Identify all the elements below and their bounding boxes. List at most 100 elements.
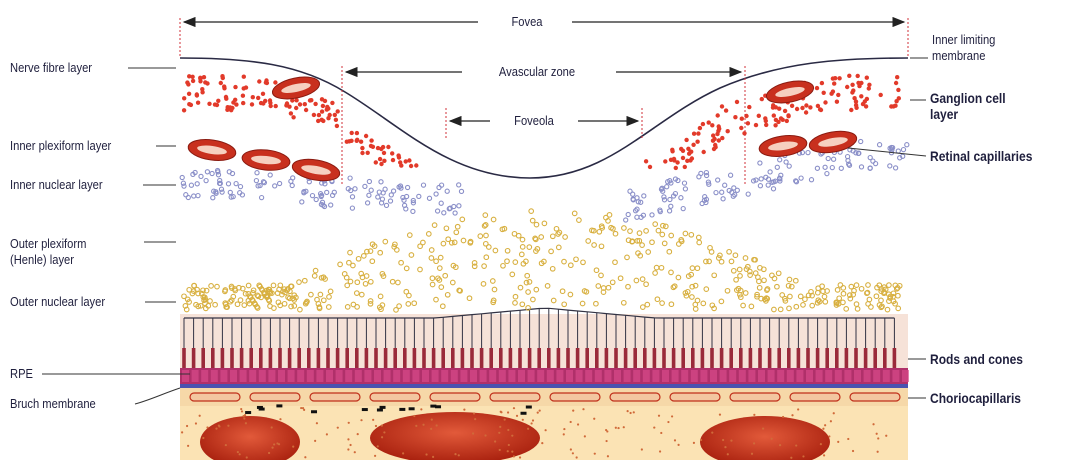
label-inner-plexiform-layer: Inner plexiform layer: [10, 138, 111, 154]
outer-nuclear-dot: [794, 278, 799, 283]
outer-nuclear-dot: [626, 284, 631, 289]
ganglion-cell-dot: [670, 149, 674, 153]
ganglion-cell-dot: [273, 80, 277, 84]
inner-nuclear-dot: [290, 183, 294, 187]
ganglion-cell-dot: [701, 122, 705, 126]
outer-nuclear-dot: [580, 301, 585, 306]
choroid-dot: [276, 442, 278, 444]
photoreceptor-outer-segment: [806, 348, 810, 368]
rpe-cell: [854, 370, 861, 382]
choroid-dot: [415, 425, 417, 427]
ganglion-cell-dot: [207, 102, 211, 106]
outer-nuclear-dot: [644, 229, 649, 234]
inner-nuclear-dot: [205, 170, 209, 174]
choriocapillaris-vessel: [490, 393, 540, 401]
outer-nuclear-dot: [355, 280, 360, 285]
outer-nuclear-dot: [697, 235, 702, 240]
ganglion-cell-dot: [773, 123, 777, 127]
choroid-dot: [316, 422, 318, 424]
label-avascular-zone: Avascular zone: [481, 64, 593, 80]
ganglion-cell-dot: [323, 99, 327, 103]
outer-nuclear-dot: [563, 235, 568, 240]
ganglion-cell-dot: [681, 149, 685, 153]
choroid-dot: [824, 424, 826, 426]
outer-nuclear-dot: [776, 271, 781, 276]
outer-nuclear-dot: [444, 226, 449, 231]
choroid-dot: [795, 444, 797, 446]
outer-nuclear-dot: [693, 307, 698, 312]
ganglion-cell-dot: [308, 98, 312, 102]
choroid-dot: [727, 453, 729, 455]
ganglion-cell-dot: [355, 139, 359, 143]
outer-nuclear-dot: [441, 304, 446, 309]
inner-nuclear-dot: [353, 187, 357, 191]
choriocapillaris-vessel: [250, 393, 300, 401]
inner-nuclear-dot: [268, 173, 272, 177]
outer-nuclear-dot: [667, 249, 672, 254]
outer-nuclear-dot: [518, 285, 523, 290]
choroid-dot: [722, 439, 724, 441]
inner-nuclear-dot: [768, 170, 772, 174]
choroid-dot: [615, 427, 617, 429]
photoreceptor-outer-segment: [614, 348, 618, 368]
ganglion-cell-dot: [832, 81, 836, 85]
inner-nuclear-dot: [894, 166, 898, 170]
choriocapillaris-vessel: [850, 393, 900, 401]
outer-nuclear-dot: [885, 307, 890, 312]
inner-nuclear-dot: [650, 213, 654, 217]
choroid-dot: [431, 418, 433, 420]
photoreceptor-outer-segment: [864, 348, 868, 368]
outer-nuclear-dot: [708, 246, 713, 251]
rpe-cell: [633, 370, 640, 382]
choroid-dot: [420, 408, 422, 410]
choroid-dot: [199, 415, 201, 417]
photoreceptor-outer-segment: [307, 348, 311, 368]
inner-nuclear-dot: [905, 143, 909, 147]
inner-nuclear-dot: [787, 164, 791, 168]
outer-nuclear-dot: [534, 287, 539, 292]
ganglion-cell-dot: [684, 138, 688, 142]
ganglion-cell-dot: [364, 134, 368, 138]
outer-nuclear-dot: [613, 231, 618, 236]
choriocapillaris-vessel: [790, 393, 840, 401]
choroid-dot: [751, 453, 753, 455]
outer-nuclear-dot: [704, 287, 709, 292]
choroid-dot: [876, 433, 878, 435]
inner-nuclear-dot: [628, 189, 632, 193]
photoreceptor-outer-segment: [259, 348, 263, 368]
outer-nuclear-dot: [531, 297, 536, 302]
inner-nuclear-dot: [437, 185, 441, 189]
rpe-cell: [710, 370, 717, 382]
ganglion-cell-dot: [845, 85, 849, 89]
pigment-granule: [245, 411, 251, 414]
inner-nuclear-dot: [784, 160, 788, 164]
outer-nuclear-dot: [551, 298, 556, 303]
rpe-cell: [729, 370, 736, 382]
outer-nuclear-dot: [733, 253, 738, 258]
outer-nuclear-dot: [344, 275, 349, 280]
photoreceptor-outer-segment: [585, 348, 589, 368]
ganglion-cell-dot: [317, 113, 321, 117]
choriocapillaris-vessel: [730, 393, 780, 401]
rpe-cell: [240, 370, 247, 382]
choroid-dot: [273, 443, 275, 445]
inner-nuclear-dot: [192, 194, 196, 198]
ganglion-cell-dot: [379, 162, 383, 166]
rpe-cell: [883, 370, 890, 382]
rpe-cell: [518, 370, 525, 382]
pigment-granule: [521, 412, 527, 415]
inner-nuclear-dot: [839, 166, 843, 170]
photoreceptor-outer-segment: [317, 348, 321, 368]
choroid-dot: [779, 444, 781, 446]
outer-nuclear-dot: [557, 245, 562, 250]
choroid-dot: [507, 429, 509, 431]
outer-nuclear-dot: [669, 302, 674, 307]
label-ganglion-cell-layer: Ganglion cell layer: [930, 90, 1006, 122]
ganglion-cell-dot: [219, 81, 223, 85]
rpe-cell: [211, 370, 218, 382]
ganglion-cell-dot: [226, 107, 230, 111]
outer-nuclear-dot: [594, 268, 599, 273]
outer-nuclear-dot: [454, 230, 459, 235]
inner-nuclear-dot: [189, 183, 193, 187]
outer-nuclear-dot: [467, 296, 472, 301]
